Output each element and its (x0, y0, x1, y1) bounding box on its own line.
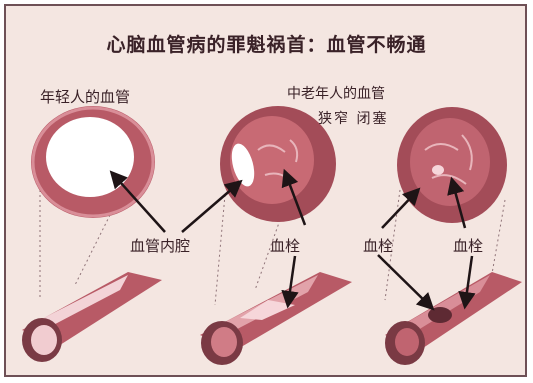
clot-label: 血栓 (270, 235, 300, 256)
middle-aged-vessel-label: 中老年人的血管 (287, 83, 385, 103)
arrow-plaque-cross (382, 190, 418, 228)
plaque-label: 血栓 (363, 235, 393, 256)
lumen-label: 血管内腔 (130, 235, 190, 256)
clot-label-second: 血栓 (453, 235, 483, 256)
young-vessel-pipe (22, 272, 162, 362)
occluded-vessel-cross-section (397, 107, 507, 223)
narrowed-vessel-pipe (200, 272, 352, 365)
arrow-plaque-pipe (378, 255, 432, 308)
arrow-lumen-narrowed (182, 182, 240, 232)
young-vessel-label: 年轻人的血管 (40, 86, 130, 107)
occluded-vessel-pipe (385, 272, 522, 365)
narrowing-label: 狭窄 闭塞 (318, 108, 388, 128)
